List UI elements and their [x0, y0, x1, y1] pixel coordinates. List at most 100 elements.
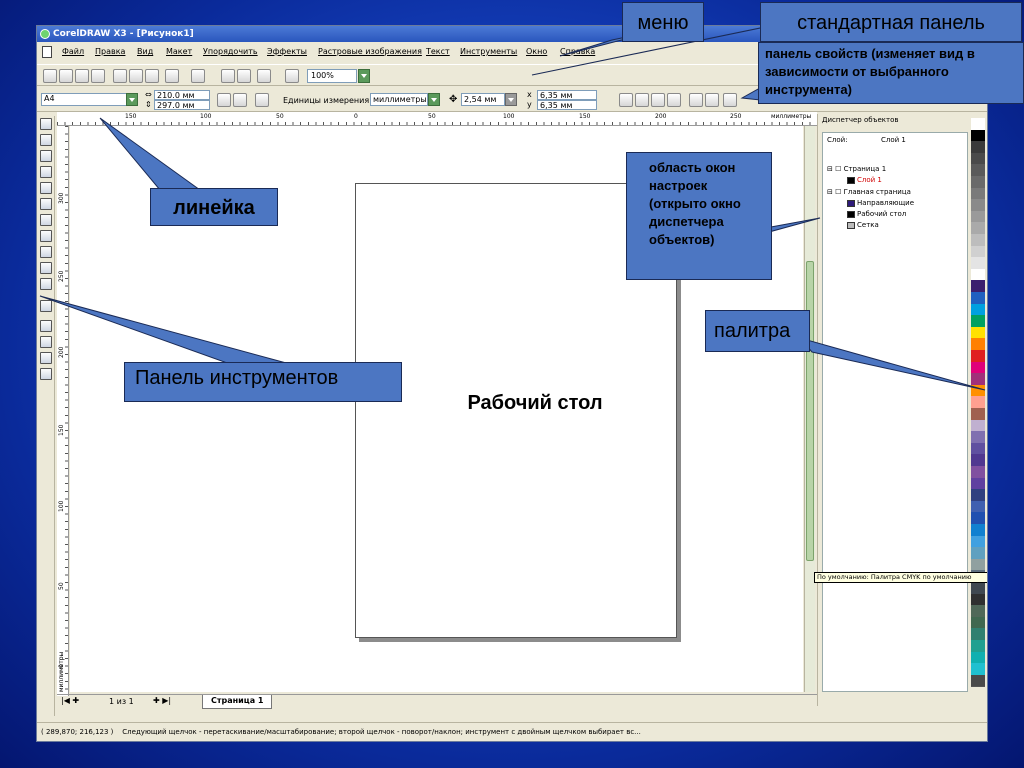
object-manager-docker: Диспетчер объектов Слой: Слой 1 ⊟ ☐ Стра…	[814, 114, 987, 706]
paste-icon[interactable]	[145, 69, 159, 83]
menu-help[interactable]: Справка	[560, 47, 596, 56]
tree-grid[interactable]: Сетка	[847, 221, 879, 229]
treat-as-filled-icon[interactable]	[689, 93, 703, 107]
ruler-h-tick: 50	[276, 113, 284, 120]
tree-desktop[interactable]: Рабочий стол	[847, 210, 906, 218]
next-page-icon[interactable]: ✚ ▶|	[153, 696, 172, 705]
units-select[interactable]: миллиметры	[370, 93, 428, 106]
tree-layer1[interactable]: Слой 1	[847, 176, 882, 184]
rectangle-tool-icon[interactable]	[40, 214, 52, 226]
tree-guides[interactable]: Направляющие	[847, 199, 914, 207]
zoom-tool-icon[interactable]	[40, 166, 52, 178]
drawing-canvas[interactable]	[70, 126, 803, 692]
tree-page1[interactable]: ⊟ ☐ Страница 1	[827, 165, 887, 173]
cursor-coordinates: ( 289,870; 216,123 )	[41, 728, 114, 736]
menu-window[interactable]: Окно	[526, 47, 548, 56]
freehand-tool-icon[interactable]	[40, 182, 52, 194]
menu-layout[interactable]: Макет	[166, 47, 193, 56]
ruler-v-tick: 200	[58, 346, 65, 358]
menu-tools[interactable]: Инструменты	[460, 47, 518, 56]
palette-swatch[interactable]	[971, 674, 985, 688]
menu-view[interactable]: Вид	[137, 47, 154, 56]
duplicate-x-field[interactable]: 6,35 мм	[537, 90, 597, 100]
document-icon[interactable]	[42, 46, 52, 58]
menu-edit[interactable]: Правка	[95, 47, 126, 56]
palette-tooltip: По умолчанию: Палитра CMYK по умолчанию	[814, 572, 987, 583]
vertical-ruler[interactable]: 300 250 200 150 100 50 0 миллиметры	[57, 126, 69, 696]
export-icon[interactable]	[237, 69, 251, 83]
print-icon[interactable]	[91, 69, 105, 83]
units-dropdown-icon[interactable]	[428, 93, 440, 106]
callout-docker-area: область окон настроек (открыто окно дисп…	[626, 152, 772, 280]
import-icon[interactable]	[221, 69, 235, 83]
ruler-h-tick: 200	[655, 113, 667, 120]
nudge-stepper-icon[interactable]	[505, 93, 517, 106]
toolbox	[37, 116, 55, 716]
options-icon[interactable]	[705, 93, 719, 107]
tree-guides-label: Направляющие	[857, 199, 915, 207]
page-tab-1[interactable]: Страница 1	[202, 695, 273, 709]
zoom-level-field[interactable]: 100%	[307, 69, 357, 83]
menu-arrange[interactable]: Упорядочить	[203, 47, 258, 56]
nudge-distance-field[interactable]: 2,54 мм	[461, 93, 505, 106]
smart-fill-tool-icon[interactable]	[40, 198, 52, 210]
redo-icon[interactable]	[191, 69, 205, 83]
landscape-icon[interactable]	[233, 93, 247, 107]
zoom-dropdown-icon[interactable]	[358, 69, 370, 83]
ruler-v-tick: 150	[58, 424, 65, 436]
cut-icon[interactable]	[113, 69, 127, 83]
page-navigator: |◀ ✚ 1 из 1 ✚ ▶| Страница 1	[57, 694, 817, 709]
menu-file[interactable]: Файл	[62, 47, 85, 56]
object-tree: Слой: Слой 1 ⊟ ☐ Страница 1 Слой 1 ⊟ ☐ Г…	[822, 132, 968, 692]
text-tool-icon[interactable]	[40, 278, 52, 290]
menu-effects[interactable]: Эффекты	[267, 47, 307, 56]
page-layout-icon[interactable]	[255, 93, 269, 107]
welcome-icon[interactable]	[285, 69, 299, 83]
portrait-icon[interactable]	[217, 93, 231, 107]
horizontal-ruler[interactable]: 150 100 50 0 50 100 150 200 250 миллимет…	[57, 112, 817, 126]
ruler-h-units: миллиметры	[771, 113, 812, 120]
dynamic-guides-icon[interactable]	[667, 93, 681, 107]
page-height-field[interactable]: 297.0 мм	[154, 100, 210, 110]
more-options-icon[interactable]	[723, 93, 737, 107]
outline-tool-icon[interactable]	[40, 336, 52, 348]
paper-size-dropdown-icon[interactable]	[126, 93, 138, 106]
copy-icon[interactable]	[129, 69, 143, 83]
ruler-h-tick: 150	[579, 113, 591, 120]
ruler-v-tick: 300	[58, 192, 65, 204]
duplicate-y-field[interactable]: 6,35 мм	[537, 100, 597, 110]
interactive-blend-tool-icon[interactable]	[40, 300, 52, 312]
undo-icon[interactable]	[165, 69, 179, 83]
nudge-icon: ✥	[449, 94, 458, 105]
basic-shapes-tool-icon[interactable]	[40, 262, 52, 274]
scroll-thumb[interactable]	[806, 261, 814, 561]
menu-text[interactable]: Текст	[426, 47, 450, 56]
fill-tool-icon[interactable]	[40, 352, 52, 364]
snap-grid-icon[interactable]	[619, 93, 633, 107]
width-icon: ⇔	[145, 90, 152, 99]
interactive-fill-tool-icon[interactable]	[40, 368, 52, 380]
launcher-icon[interactable]	[257, 69, 271, 83]
snap-guides-icon[interactable]	[635, 93, 649, 107]
eyedropper-tool-icon[interactable]	[40, 320, 52, 332]
tree-master-page[interactable]: ⊟ ☐ Главная страница	[827, 188, 911, 196]
menu-bitmaps[interactable]: Растровые изображения	[318, 47, 422, 56]
tree-master-label: Главная страница	[843, 188, 911, 196]
vertical-scrollbar[interactable]	[804, 126, 815, 692]
snap-objects-icon[interactable]	[651, 93, 665, 107]
new-icon[interactable]	[43, 69, 57, 83]
ruler-v-units: миллиметры	[58, 651, 65, 692]
save-icon[interactable]	[75, 69, 89, 83]
shape-tool-icon[interactable]	[40, 134, 52, 146]
duplicate-y-icon: y	[527, 100, 532, 109]
page-width-field[interactable]: 210.0 мм	[154, 90, 210, 100]
first-page-icon[interactable]: |◀ ✚	[61, 696, 80, 705]
paper-size-select[interactable]: A4	[41, 93, 127, 106]
crop-tool-icon[interactable]	[40, 150, 52, 162]
drawing-page[interactable]	[355, 183, 677, 638]
ellipse-tool-icon[interactable]	[40, 230, 52, 242]
open-icon[interactable]	[59, 69, 73, 83]
polygon-tool-icon[interactable]	[40, 246, 52, 258]
pick-tool-icon[interactable]	[40, 118, 52, 130]
callout-property-bar: панель свойств (изменяет вид в зависимос…	[758, 42, 1024, 104]
